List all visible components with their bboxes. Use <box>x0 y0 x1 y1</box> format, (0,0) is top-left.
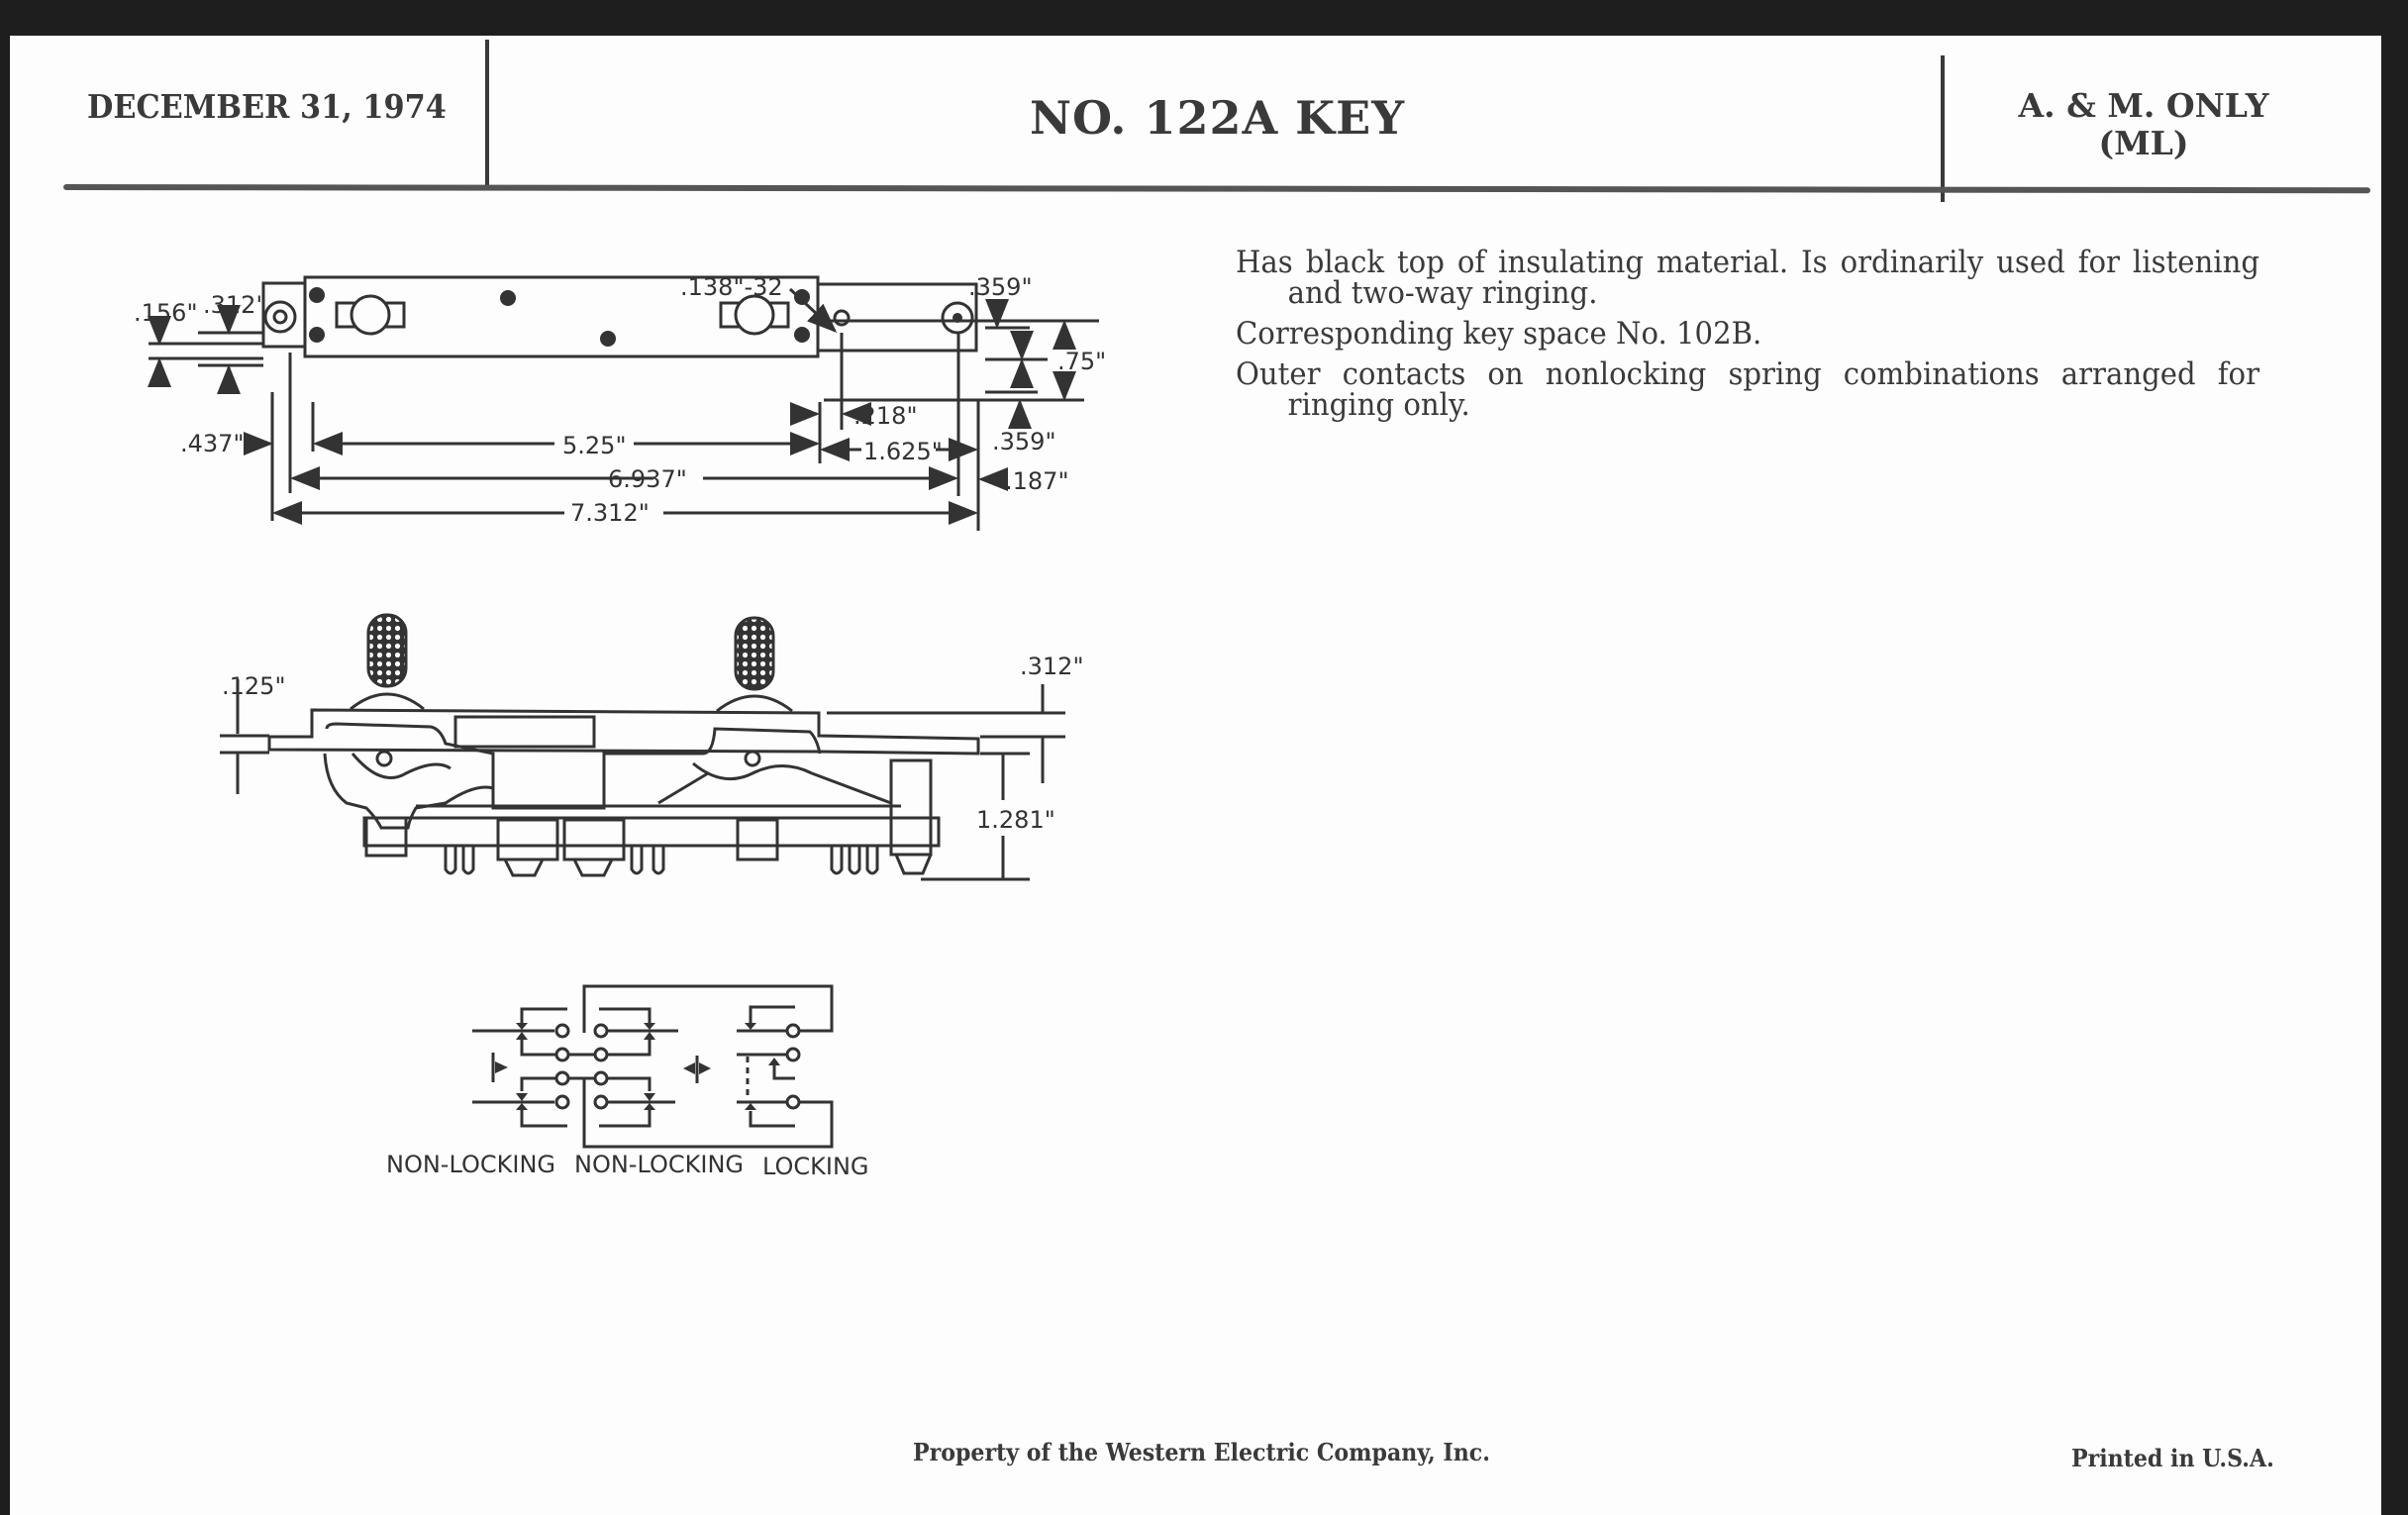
description-paragraph: Corresponding key space No. 102B. <box>1236 316 1762 352</box>
document-page: DECEMBER 31, 1974 NO. 122A KEY A. & M. O… <box>10 36 2381 1515</box>
spring-schematic: NON-LOCKING NON-LOCKING LOCKING <box>386 984 869 1180</box>
dim-312-top: .312" <box>203 291 266 319</box>
description-paragraph: Has black top of insulating material. Is… <box>1236 245 2259 311</box>
dim-525: 5.25" <box>562 432 626 459</box>
key-drawings: .156" .312" .138"-32 .359" .75" .437" 5.… <box>134 273 1106 1180</box>
header-divider-left <box>485 40 489 186</box>
dim-156: .156" <box>134 299 197 327</box>
dim-75: .75" <box>1057 348 1106 375</box>
side-view: .125" .312" 1.281" <box>220 613 1083 881</box>
dim-1281: 1.281" <box>976 806 1055 834</box>
dim-218: .218" <box>853 402 917 430</box>
schematic-label-locking: LOCKING <box>762 1153 869 1180</box>
dim-359-bottom: .359" <box>992 428 1055 455</box>
schematic-label-nonlocking-1: NON-LOCKING <box>386 1151 555 1178</box>
dim-187: .187" <box>1005 467 1068 495</box>
top-view: .156" .312" .138"-32 .359" .75" .437" 5.… <box>134 273 1106 531</box>
footer-printed: Printed in U.S.A. <box>2071 1444 2274 1472</box>
header-title: NO. 122A KEY <box>1030 91 1406 145</box>
dim-437: .437" <box>180 430 244 457</box>
header-scope-line1: A. & M. ONLY <box>2018 86 2269 125</box>
description-paragraph: Outer contacts on nonlocking spring comb… <box>1236 356 2259 423</box>
header-scope-line2: (ML) <box>2098 124 2189 162</box>
dim-6937: 6.937" <box>608 465 687 493</box>
description: Has black top of insulating material. Is… <box>1236 248 2259 431</box>
footer-property: Property of the Western Electric Company… <box>913 1438 1490 1466</box>
dim-125: .125" <box>222 672 285 700</box>
dim-359-top: .359" <box>968 273 1032 301</box>
dim-screw: .138"-32 <box>680 273 783 301</box>
dim-1625: 1.625" <box>863 438 943 465</box>
header-divider-right <box>1941 55 1945 202</box>
schematic-label-nonlocking-2: NON-LOCKING <box>574 1151 744 1178</box>
header-date: DECEMBER 31, 1974 <box>87 87 447 126</box>
dim-7312: 7.312" <box>570 499 650 527</box>
header-scope: A. & M. ONLY (ML) <box>1980 87 2307 162</box>
dim-312-side: .312" <box>1020 653 1083 680</box>
